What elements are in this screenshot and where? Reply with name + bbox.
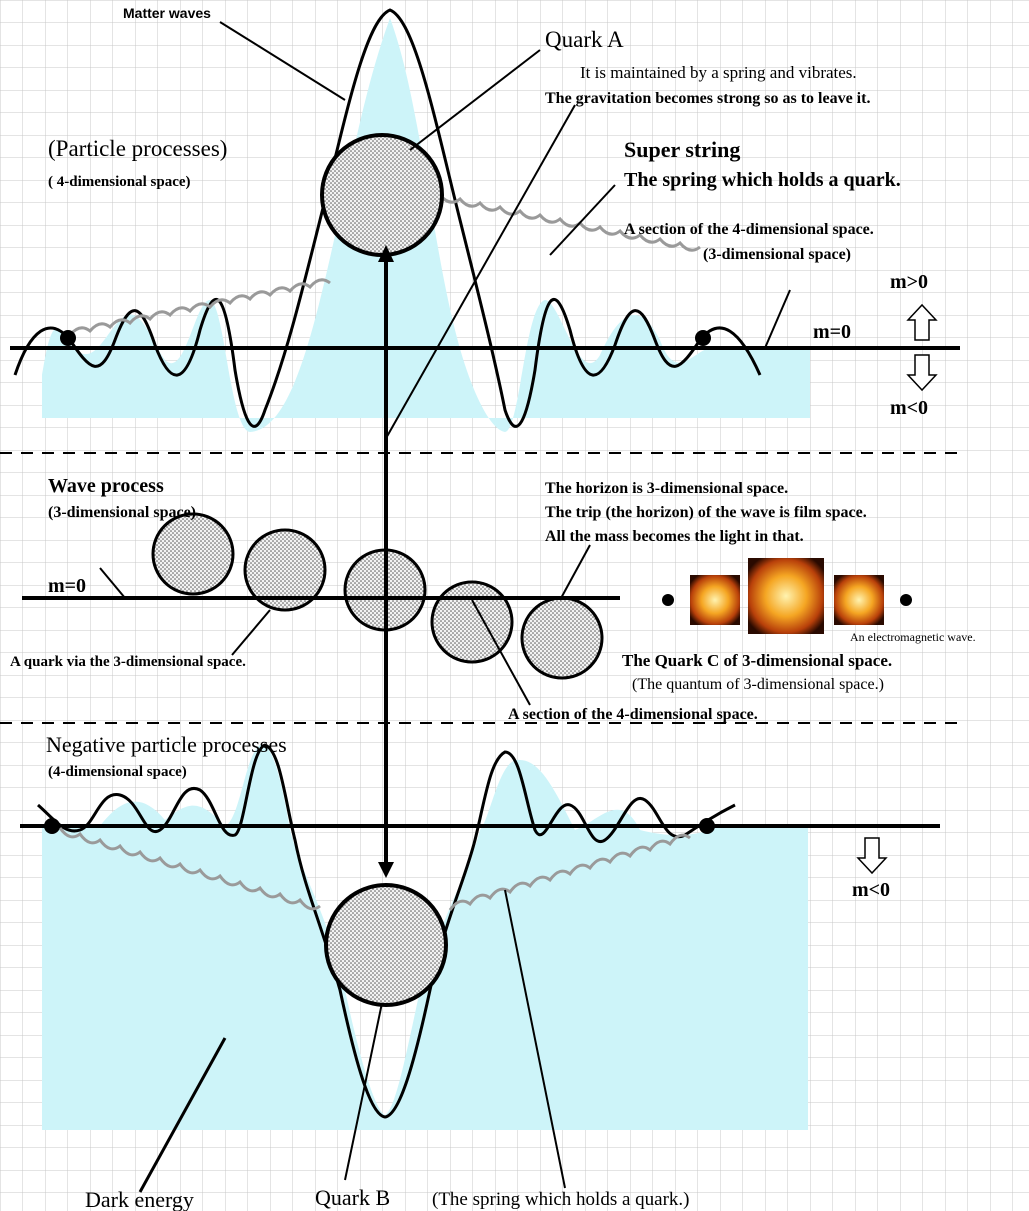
- super-string-leader: [549, 184, 616, 256]
- m-lt-0-top-label: m<0: [890, 397, 928, 419]
- three-dim-space-top-label: (3-dimensional space): [703, 246, 851, 263]
- central-arrow-head-down: [378, 862, 394, 878]
- bottom-matter-wave: [37, 743, 736, 1119]
- glow-small-right: [834, 575, 884, 625]
- hollow-up-arrow-icon: [906, 303, 938, 341]
- section-4d-mid-label: A section of the 4-dimensional space.: [508, 706, 758, 723]
- wave-quark-2: [243, 528, 327, 612]
- top-matter-wave: [13, 8, 762, 428]
- m-gt-0-label: m>0: [890, 271, 928, 293]
- top-left-anchor: [60, 330, 76, 346]
- spring-vibrates-label: It is maintained by a spring and vibrate…: [580, 63, 857, 82]
- section-leader: [764, 289, 791, 349]
- hollow-down-arrow-icon-bottom: [856, 837, 888, 875]
- horizon-line-1: The horizon is 3-dimensional space.: [545, 480, 788, 497]
- matter-waves-label: Matter waves: [123, 5, 211, 21]
- spring-holds-quark-label: The spring which holds a quark.: [624, 169, 901, 191]
- bottom-right-anchor: [699, 818, 715, 834]
- quantum-label: (The quantum of 3-dimensional space.): [632, 676, 884, 693]
- horizon-line-3: All the mass becomes the light in that.: [545, 528, 804, 545]
- quark-via-leader: [231, 609, 271, 656]
- horizon-line-2: The trip (the horizon) of the wave is fi…: [545, 504, 867, 521]
- light-dot-right: [900, 594, 912, 606]
- dark-energy-label: Dark energy: [85, 1187, 194, 1211]
- negative-section: [20, 743, 940, 1193]
- super-string-label: Super string: [624, 137, 740, 162]
- glow-small-left: [690, 575, 740, 625]
- hollow-down-arrow-icon: [906, 354, 938, 392]
- four-dim-space-top-label: ( 4-dimensional space): [48, 174, 191, 190]
- quark-via-label: A quark via the 3-dimensional space.: [10, 654, 246, 670]
- m-eq-0-top-label: m=0: [813, 321, 851, 343]
- horizon-leader: [559, 544, 591, 601]
- wave-quark-4: [430, 580, 514, 664]
- spring-bottom-leader: [504, 889, 566, 1189]
- gravitation-label: The gravitation becomes strong so as to …: [545, 90, 870, 107]
- quark-c-label: The Quark C of 3-dimensional space.: [622, 651, 892, 670]
- em-wave-label: An electromagnetic wave.: [850, 630, 976, 644]
- four-dim-space-bottom-label: (4-dimensional space): [48, 764, 187, 780]
- wave-process-label: Wave process: [48, 475, 164, 497]
- m-eq-0-mid-label: m=0: [48, 575, 86, 597]
- three-dim-space-mid-label: (3-dimensional space): [48, 504, 196, 521]
- quark-a-circle: [320, 133, 444, 257]
- bottom-fill-region: [42, 744, 808, 1130]
- wave-quark-5: [520, 596, 604, 680]
- glow-large-center: [748, 558, 824, 634]
- quark-b-label: Quark B: [315, 1185, 390, 1210]
- spring-holds-quark-bottom-label: (The spring which holds a quark.): [432, 1189, 690, 1210]
- central-arrow-head-up: [378, 245, 394, 262]
- bottom-left-spring: [58, 827, 321, 911]
- negative-particle-label: Negative particle processes: [46, 732, 287, 757]
- wave-m0-leader: [99, 567, 126, 599]
- quark-b-circle: [324, 883, 448, 1007]
- quark-a-label: Quark A: [545, 27, 624, 52]
- matter-waves-leader: [219, 21, 346, 101]
- section-mid-leader: [471, 599, 531, 706]
- wave-quark-1: [151, 512, 235, 596]
- section-4d-top-label: A section of the 4-dimensional space.: [624, 221, 874, 238]
- top-right-anchor: [695, 330, 711, 346]
- top-left-spring: [68, 278, 331, 336]
- light-dot-left: [662, 594, 674, 606]
- gravitation-leader: [384, 104, 576, 441]
- m-lt-0-bottom-label: m<0: [852, 879, 890, 901]
- dark-energy-leader: [138, 1037, 227, 1193]
- quark-b-leader: [344, 1002, 383, 1181]
- bottom-left-anchor: [44, 818, 60, 834]
- particle-processes-label: (Particle processes): [48, 136, 227, 161]
- bottom-right-spring: [448, 833, 691, 911]
- wave-section: [22, 512, 912, 706]
- quark-a-leader: [409, 49, 541, 151]
- top-right-spring: [438, 194, 701, 252]
